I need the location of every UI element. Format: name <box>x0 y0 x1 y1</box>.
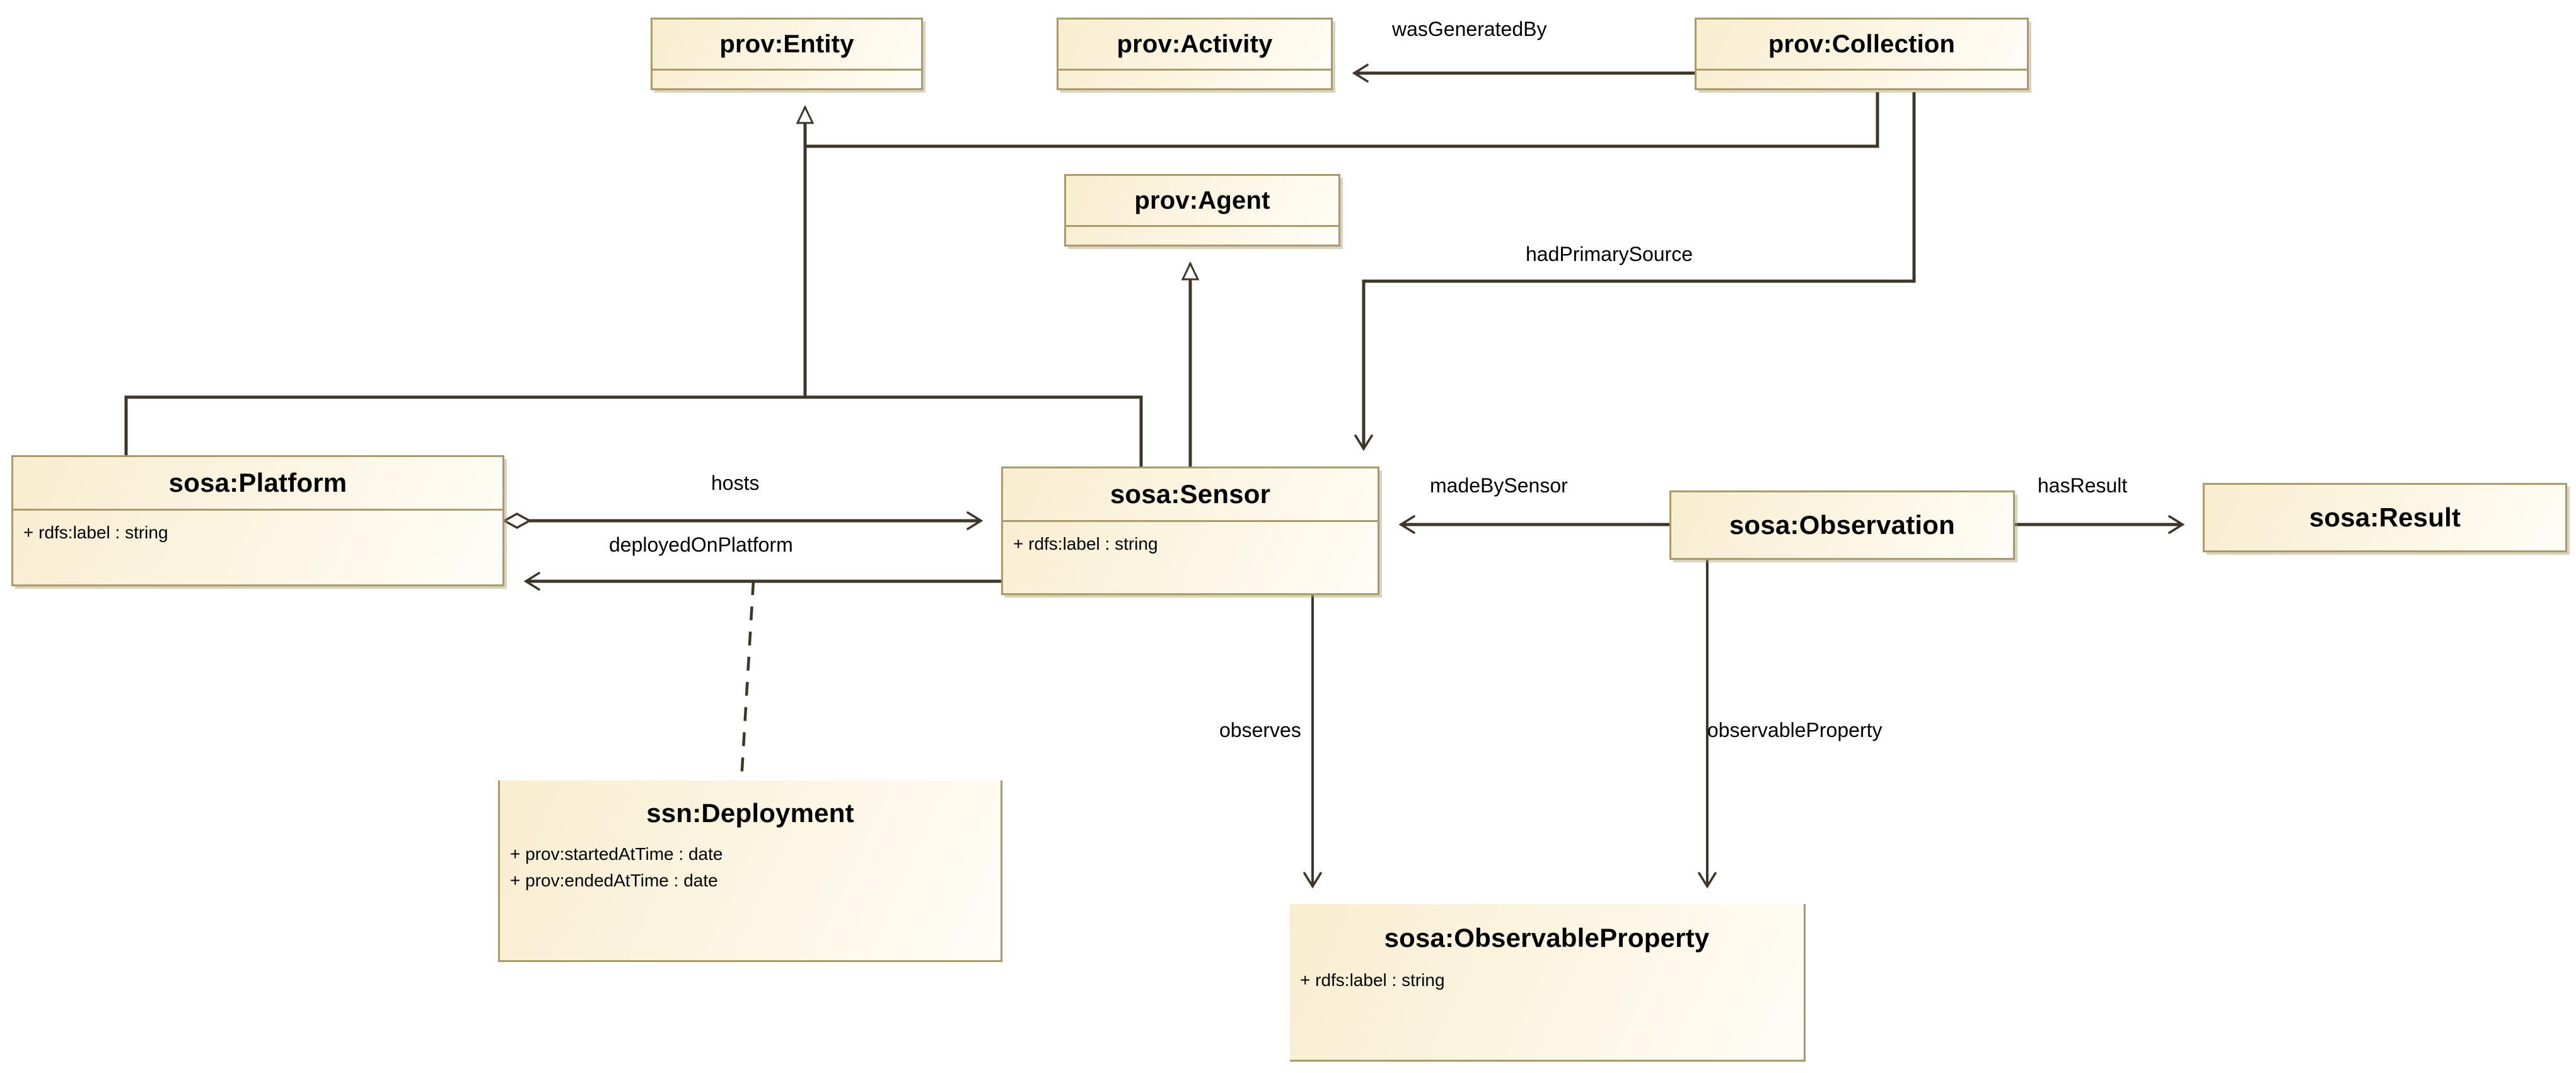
class-title-sosa-observableproperty: sosa:ObservableProperty <box>1384 923 1710 953</box>
edge-label-hasresult: hasResult <box>2038 474 2128 497</box>
class-title-sosa-result: sosa:Result <box>2309 502 2461 532</box>
class-title-prov-entity: prov:Entity <box>719 30 854 58</box>
class-compartment-divider <box>653 69 921 92</box>
edge-label-hosts: hosts <box>711 472 760 494</box>
edge-label-deployedonplatform: deployedOnPlatform <box>609 533 793 556</box>
edge-label-wasgeneratedby: wasGeneratedBy <box>1392 18 1547 40</box>
class-attributes-sosa-sensor: + rdfs:label : string <box>1003 520 1378 557</box>
class-attribute: + prov:startedAtTime : date <box>510 844 723 864</box>
class-title-sosa-observation: sosa:Observation <box>1729 510 1955 540</box>
class-attribute: + rdfs:label : string <box>1300 970 1445 990</box>
class-compartment-divider <box>1059 69 1331 92</box>
class-box-prov-collection[interactable]: prov:Collection <box>1695 18 2029 90</box>
class-box-prov-agent[interactable]: prov:Agent <box>1064 174 1340 246</box>
class-attribute: + prov:endedAtTime : date <box>510 871 718 890</box>
generalization-collection-to-entity <box>805 92 1879 148</box>
class-compartment-divider <box>1066 225 1338 248</box>
class-attribute: + rdfs:label : string <box>1013 534 1158 554</box>
class-attributes-sosa-observableproperty: + rdfs:label : string <box>1290 967 1804 994</box>
dependency-deployment-dashed <box>740 581 755 781</box>
class-title-prov-agent: prov:Agent <box>1134 187 1270 214</box>
class-box-sosa-sensor[interactable]: sosa:Sensor + rdfs:label : string <box>1001 467 1379 595</box>
class-title-ssn-deployment: ssn:Deployment <box>646 798 854 828</box>
class-box-sosa-platform[interactable]: sosa:Platform + rdfs:label : string <box>11 455 504 586</box>
association-hadprimarysource <box>1354 92 1916 451</box>
class-box-sosa-result[interactable]: sosa:Result <box>2203 483 2567 552</box>
class-title-sosa-platform: sosa:Platform <box>168 468 347 497</box>
class-attributes-ssn-deployment: + prov:startedAtTime : date + prov:ended… <box>500 841 1001 894</box>
edge-label-observableproperty: observableProperty <box>1707 719 1883 741</box>
class-box-prov-activity[interactable]: prov:Activity <box>1057 18 1333 90</box>
generalization-platform-sensor-to-entity <box>124 107 1143 467</box>
class-attributes-sosa-platform: + rdfs:label : string <box>13 509 502 546</box>
class-title-prov-activity: prov:Activity <box>1117 30 1273 58</box>
class-box-sosa-observableproperty[interactable]: sosa:ObservableProperty + rdfs:label : s… <box>1290 904 1806 1062</box>
class-title-sosa-sensor: sosa:Sensor <box>1110 479 1271 509</box>
edge-label-hadprimarysource: hadPrimarySource <box>1526 243 1693 265</box>
edge-label-observes: observes <box>1219 719 1301 741</box>
class-box-sosa-observation[interactable]: sosa:Observation <box>1669 490 2015 560</box>
class-compartment-divider <box>1697 69 2027 92</box>
class-title-prov-collection: prov:Collection <box>1768 30 1956 58</box>
class-attribute: + rdfs:label : string <box>23 523 168 542</box>
class-box-ssn-deployment[interactable]: ssn:Deployment + prov:startedAtTime : da… <box>498 780 1002 962</box>
class-box-prov-entity[interactable]: prov:Entity <box>651 18 923 90</box>
edge-label-madebysensor: madeBySensor <box>1430 474 1568 497</box>
